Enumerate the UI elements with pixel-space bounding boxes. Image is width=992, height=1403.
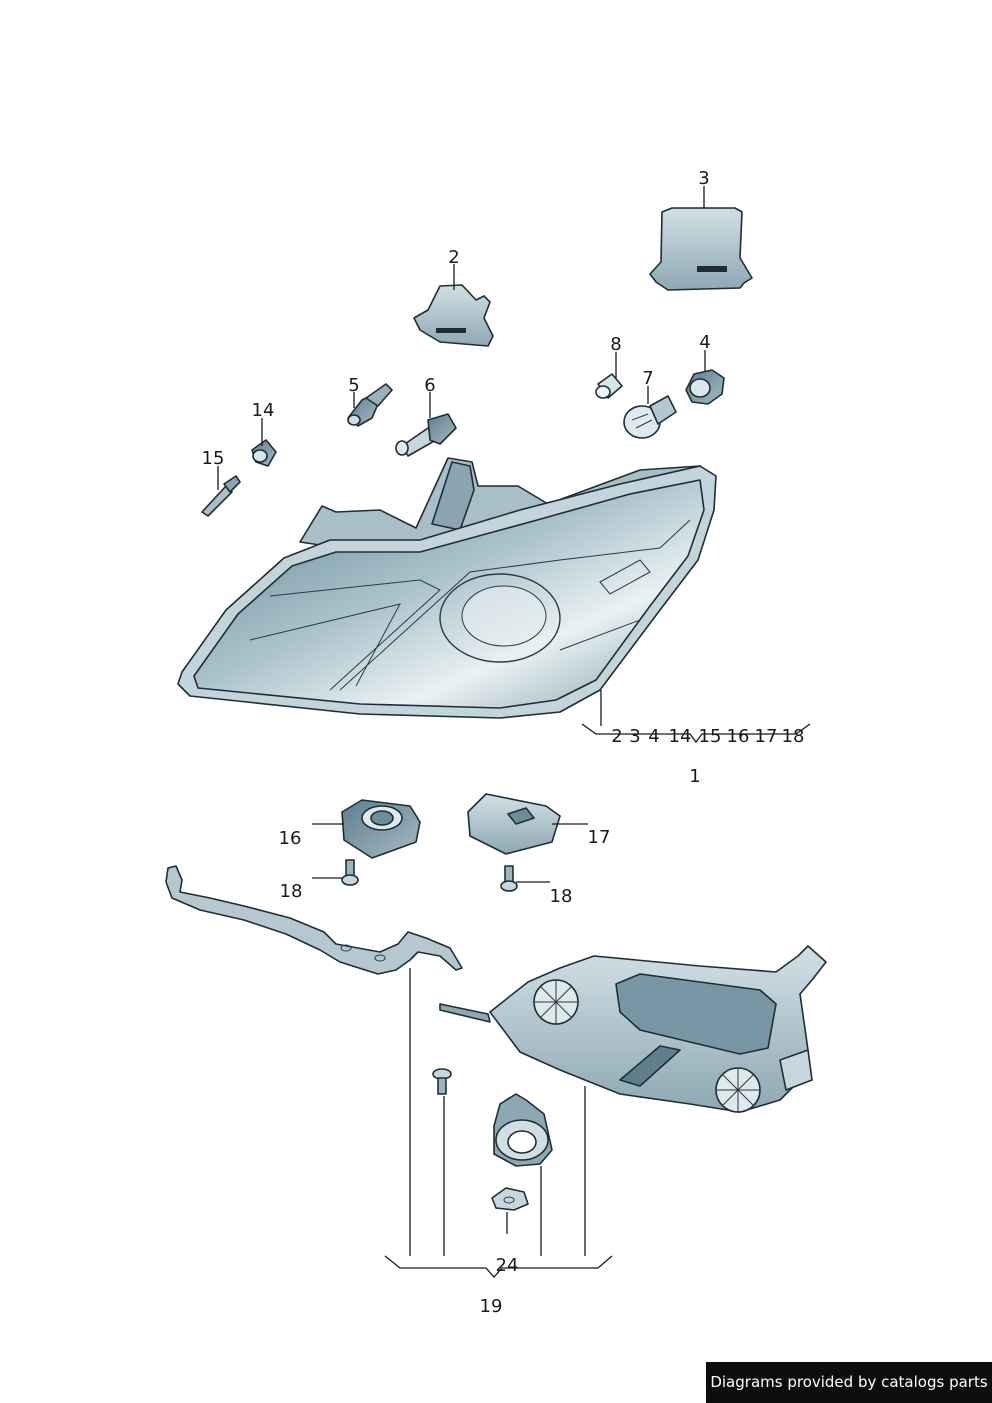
part-4-socket — [685, 369, 725, 405]
callout-7: 7 — [642, 368, 653, 389]
callout-group1-17: 17 — [755, 726, 778, 747]
callout-6: 6 — [424, 375, 435, 396]
part-15-pin — [201, 475, 241, 517]
callout-24: 24 — [496, 1255, 519, 1276]
callout-17: 17 — [588, 827, 611, 848]
part-17-control-unit — [467, 793, 561, 855]
part-1-headlight — [177, 457, 717, 719]
callout-8: 8 — [610, 334, 621, 355]
bracket — [165, 865, 463, 975]
callout-group1-18: 18 — [782, 726, 805, 747]
callout-18-right: 18 — [550, 886, 573, 907]
part-8-bulb — [595, 373, 623, 399]
adjuster-ring — [493, 1093, 553, 1167]
callout-5: 5 — [348, 375, 359, 396]
callout-group1-16: 16 — [727, 726, 750, 747]
part-3-cover-cap — [649, 207, 753, 291]
callout-19: 19 — [480, 1296, 503, 1317]
callout-group-1-list: 2 3 4 14 15 16 17 18 — [611, 726, 804, 747]
part-7-bulb — [623, 395, 677, 439]
part-18-screw-b — [500, 865, 518, 892]
callout-16: 16 — [279, 828, 302, 849]
callout-group1-4: 4 — [648, 726, 659, 747]
housing-cover — [439, 945, 827, 1113]
callout-2: 2 — [448, 247, 459, 268]
callout-4: 4 — [699, 332, 710, 353]
callout-group1-3: 3 — [629, 726, 640, 747]
part-6-bulb — [395, 413, 457, 457]
part-18-screw-a — [341, 859, 359, 886]
part-16-control-unit — [341, 799, 421, 859]
leader-lines — [217, 186, 811, 1278]
callout-1: 1 — [689, 766, 700, 787]
washer — [491, 1187, 529, 1211]
callout-group1-15: 15 — [699, 726, 722, 747]
callout-18-left: 18 — [280, 881, 303, 902]
callout-group1-2: 2 — [611, 726, 622, 747]
part-5-bulb — [347, 383, 393, 427]
callout-14: 14 — [252, 400, 275, 421]
callout-3: 3 — [698, 168, 709, 189]
part-14-clip — [251, 439, 277, 467]
screw-19 — [432, 1068, 452, 1095]
part-2-cover-cap — [413, 284, 494, 347]
credit-badge: Diagrams provided by catalogs parts — [706, 1362, 992, 1403]
callout-15: 15 — [202, 448, 225, 469]
callout-group1-14: 14 — [669, 726, 692, 747]
